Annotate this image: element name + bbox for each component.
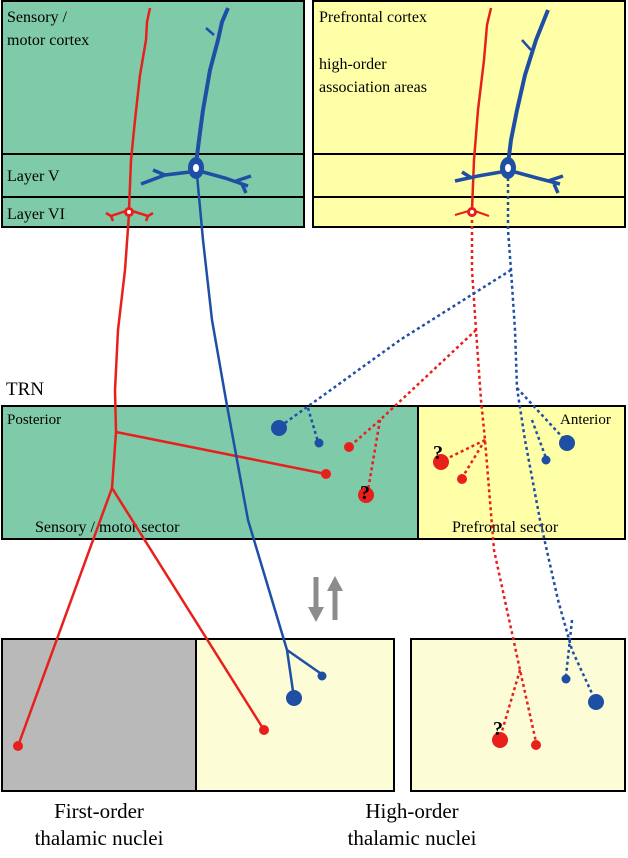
blue-axon-branch	[286, 648, 321, 675]
red-first-order-terminal	[13, 741, 23, 751]
first-order-nucleus-box	[1, 638, 197, 792]
pf-blue-anterior-terminal-large	[559, 435, 575, 451]
pf-blue-apical-dendrite	[506, 9, 550, 165]
sensory-sector-box	[1, 405, 419, 540]
association-areas-line1: high-order	[319, 56, 387, 73]
layer-vi-label: Layer VI	[7, 206, 65, 223]
blue-apical-dendrite	[194, 7, 230, 165]
red-trn-terminal-sensory	[321, 469, 331, 479]
blue-soma-nucleus-sensory	[193, 164, 199, 172]
pf-red-soma-nucleus	[470, 210, 474, 214]
layer-vi-red-neuron-sensory	[16, 7, 327, 747]
pf-blue-axon-main	[506, 178, 597, 701]
red-collateral-to-trn	[115, 430, 327, 476]
pf-blue-basal-dendrites	[454, 170, 564, 194]
anterior-label: Anterior	[560, 412, 611, 428]
sensory-sector-label: Sensory / motor sector	[35, 519, 180, 536]
sensory-cortex-panel: Sensory / motor cortex Layer V Layer VI	[1, 0, 305, 228]
red-axon-to-first-order	[16, 487, 114, 747]
pf-red-posterior-terminal	[344, 442, 354, 452]
pf-blue-soma-nucleus	[505, 164, 511, 172]
up-arrow-head	[327, 576, 343, 591]
pf-red-anterior-terminal	[457, 474, 467, 484]
sensory-cortex-box	[1, 0, 305, 228]
trn-title: TRN	[6, 379, 44, 400]
pf-red-branch-to-posterior	[348, 329, 477, 448]
uncertain-mark-sensory-trn: ?	[360, 482, 370, 504]
bidirectional-arrows	[308, 576, 343, 622]
blue-high-order-terminal-large	[286, 690, 302, 706]
down-arrow-head	[308, 607, 324, 622]
pf-red-thalamic-terminal-small	[531, 740, 541, 750]
red-apical-dendrite	[127, 7, 152, 211]
prefrontal-cortex-title: Prefrontal cortex	[319, 9, 427, 26]
red-trn-terminal-uncertain-prefrontal	[433, 454, 449, 470]
layer-v-blue-neuron-prefrontal	[277, 9, 597, 701]
high-order-thalamus-panel	[410, 638, 626, 792]
prefrontal-cortex-box	[312, 0, 626, 228]
pf-red-axon-main	[470, 214, 538, 743]
uncertain-mark-thalamus: ?	[493, 718, 503, 740]
sensory-cortex-title-line1: Sensory /	[7, 9, 68, 26]
red-axon-main	[110, 213, 131, 489]
layer-vi-red-neuron-prefrontal	[348, 7, 538, 743]
red-basal-dendrites	[105, 208, 154, 222]
red-soma-nucleus-sensory	[127, 210, 131, 214]
pf-blue-anterior-branches	[516, 387, 566, 459]
high-order-nucleus-box-left	[195, 638, 395, 792]
blue-basal-dendrites	[140, 168, 252, 194]
layer-v-blue-neuron-sensory	[140, 7, 321, 699]
trn-prefrontal-sector: Anterior Prefrontal sector	[417, 405, 626, 540]
blue-high-order-terminal-small	[317, 671, 327, 681]
high-order-label-line1: High-order	[365, 799, 458, 823]
uncertain-mark-prefrontal-trn: ?	[433, 442, 443, 464]
pf-blue-thalamic-terminal-large	[588, 694, 604, 710]
pf-blue-branch-to-posterior	[277, 268, 512, 430]
pf-red-trn-branches	[439, 438, 487, 479]
pf-blue-thalamic-terminal-small	[561, 674, 571, 684]
prefrontal-sector-label: Prefrontal sector	[452, 519, 559, 536]
association-areas-line2: association areas	[319, 79, 427, 96]
red-trn-terminal-uncertain-sensory	[358, 487, 374, 503]
blue-axon-main	[195, 174, 296, 699]
blue-apical-branch	[205, 27, 215, 36]
trn-sensory-sector: Posterior Sensory / motor sector	[1, 405, 419, 540]
high-order-label-line2: thalamic nuclei	[348, 826, 477, 850]
first-order-label-line2: thalamic nuclei	[35, 826, 164, 850]
red-high-order-terminal-left	[259, 725, 269, 735]
pf-blue-anterior-terminal-small	[541, 455, 551, 465]
pf-red-apical-dendrite	[470, 7, 493, 211]
pf-blue-apical-branch	[521, 39, 532, 51]
high-order-nucleus-box-right	[410, 638, 626, 792]
sensory-cortex-title-line2: motor cortex	[7, 32, 89, 49]
first-order-label-line1: First-order	[54, 799, 144, 823]
layer-v-label: Layer V	[7, 168, 60, 185]
prefrontal-sector-box	[417, 405, 626, 540]
red-axon-to-high-order	[110, 487, 266, 731]
pf-blue-posterior-terminal-large	[271, 420, 287, 436]
prefrontal-cortex-panel: Prefrontal cortex high-order association…	[312, 0, 626, 228]
red-thalamic-terminal-uncertain	[492, 732, 508, 748]
first-order-thalamus-panel	[1, 638, 395, 792]
posterior-label: Posterior	[7, 412, 61, 428]
pf-blue-posterior-terminal-small	[314, 438, 324, 448]
